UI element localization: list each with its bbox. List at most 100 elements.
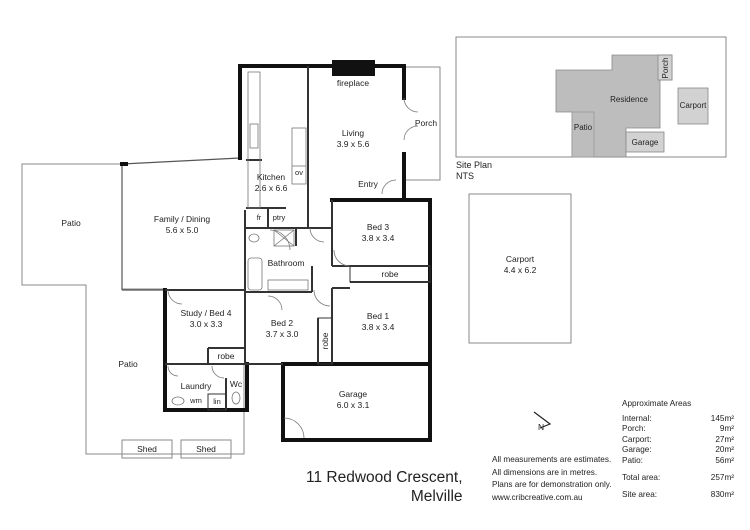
- door-swings: [167, 97, 419, 439]
- robe-bed2-box: [317, 317, 333, 365]
- kitchen-dim: 2.6 x 6.6: [255, 183, 288, 193]
- site-residence-label: Residence: [610, 95, 648, 104]
- area-row: Garage: 20m²: [622, 445, 734, 455]
- site-area-row: Site area: 830m²: [622, 483, 734, 500]
- porch-label: Porch: [415, 118, 437, 128]
- patio-left-label: Patio: [61, 218, 81, 228]
- shower: [273, 229, 295, 247]
- shed2-label: Shed: [196, 444, 216, 454]
- site-garage-label: Garage: [632, 138, 659, 147]
- total-area-label: Total area:: [622, 473, 661, 483]
- study-label: Study / Bed 4: [180, 308, 231, 318]
- wc-label: Wc: [230, 379, 243, 389]
- total-area-value: 257m²: [710, 473, 734, 483]
- address-line2: Melville: [410, 488, 463, 505]
- areas-table: Internal:145m² Porch:9m² Carport:27m² Ga…: [622, 414, 734, 501]
- bathroom-label: Bathroom: [268, 258, 305, 268]
- disclaimer-notes: All measurements are estimates. All dime…: [492, 454, 612, 504]
- area-value: 20m²: [715, 445, 734, 455]
- area-row: Carport: 27m²: [622, 435, 734, 445]
- north-arrow-icon: N: [533, 411, 552, 432]
- bed3-label: Bed 3: [367, 222, 389, 232]
- svg-text:N: N: [538, 422, 544, 432]
- shed1-outline: [121, 439, 173, 459]
- site-patio-shape: [571, 111, 595, 158]
- patio-left-outline: [21, 163, 245, 455]
- site-carport-label: Carport: [680, 101, 707, 110]
- area-label: Patio:: [622, 455, 643, 465]
- family-dining-walls: [121, 157, 241, 291]
- wm-label: wm: [189, 396, 202, 405]
- basin: [248, 233, 260, 243]
- area-label: Garage:: [622, 445, 652, 455]
- site-plan-scale: NTS: [456, 170, 474, 181]
- note-dimensions: All dimensions are in metres.: [492, 467, 598, 477]
- bed3-dim: 3.8 x 3.4: [362, 233, 395, 243]
- living-dim: 3.9 x 5.6: [337, 139, 370, 149]
- area-value: 145m²: [710, 414, 734, 423]
- note-website: www.cribcreative.com.au: [492, 492, 583, 502]
- oven-label: ov: [295, 168, 303, 177]
- site-garage-shape: [625, 131, 665, 153]
- fridge-label: fr: [257, 213, 262, 222]
- site-plan-title: Site Plan: [456, 160, 493, 170]
- address-block: 11 Redwood Crescent, Melville: [306, 468, 463, 506]
- bed1-dim: 3.8 x 3.4: [362, 322, 395, 332]
- robe-study-label: robe: [217, 351, 234, 361]
- living-label: Living: [342, 128, 364, 138]
- laundry-label: Laundry: [181, 381, 212, 391]
- note-demonstration: Plans are for demonstration only.: [492, 480, 612, 490]
- area-row: Internal: 145m²: [622, 414, 734, 424]
- bed1-label: Bed 1: [367, 311, 389, 321]
- site-plan-caption: Site Plan NTS: [456, 160, 492, 181]
- pantry-label: ptry: [273, 213, 286, 222]
- shed2-outline: [180, 439, 232, 459]
- area-value: 56m²: [715, 455, 734, 465]
- kitchen-label: Kitchen: [257, 172, 286, 182]
- carport-dim: 4.4 x 6.2: [504, 265, 537, 275]
- area-value: 27m²: [715, 434, 734, 444]
- site-porch-shape: [657, 54, 673, 81]
- area-value: 9m²: [719, 424, 734, 434]
- robe-bed1-label: robe: [381, 269, 398, 279]
- bed2-label: Bed 2: [271, 318, 293, 328]
- study-dim: 3.0 x 3.3: [190, 319, 223, 329]
- site-plan: Residence Patio Porch Carport Garage: [455, 36, 727, 158]
- areas-title: Approximate Areas: [622, 399, 692, 408]
- site-area-label: Site area:: [622, 490, 658, 500]
- family-dining-label: Family / Dining: [154, 214, 210, 224]
- fireplace-label: fireplace: [337, 78, 369, 88]
- vanity: [267, 279, 309, 291]
- total-area-row: Total area: 257m²: [622, 466, 734, 483]
- robe-bed1-box: [349, 265, 431, 283]
- outdoor-outlines: [21, 66, 572, 459]
- carport-label: Carport: [506, 254, 535, 264]
- lin-label: lin: [213, 397, 221, 406]
- garage-label: Garage: [339, 389, 368, 399]
- area-label: Internal:: [622, 414, 652, 423]
- note-measurements: All measurements are estimates.: [492, 455, 612, 464]
- area-label: Carport:: [622, 434, 652, 444]
- laundry-tub: [171, 396, 185, 406]
- kitchen-benches: [247, 71, 307, 209]
- shed1-label: Shed: [137, 444, 157, 454]
- site-area-value: 830m²: [710, 490, 734, 500]
- approximate-areas: Approximate Areas Internal:145m² Porch:9…: [622, 399, 734, 501]
- patio-bottom-label: Patio: [118, 359, 138, 369]
- garage-dim: 6.0 x 3.1: [337, 400, 370, 410]
- robe-bed2-label: robe: [320, 332, 330, 349]
- bed2-dim: 3.7 x 3.0: [266, 329, 299, 339]
- bathroom-fixtures: [171, 229, 309, 406]
- entry-label: Entry: [358, 179, 379, 189]
- bathtub: [247, 257, 263, 291]
- area-row: Patio: 56m²: [622, 456, 734, 466]
- wc-toilet: [231, 391, 241, 405]
- site-patio-label: Patio: [574, 123, 593, 132]
- external-walls: [120, 64, 432, 442]
- porch-outline: [404, 66, 441, 181]
- family-dining-dim: 5.6 x 5.0: [166, 225, 199, 235]
- fireplace-block: [332, 60, 375, 76]
- site-porch-label: Porch: [661, 58, 670, 79]
- site-carport-shape: [677, 87, 709, 125]
